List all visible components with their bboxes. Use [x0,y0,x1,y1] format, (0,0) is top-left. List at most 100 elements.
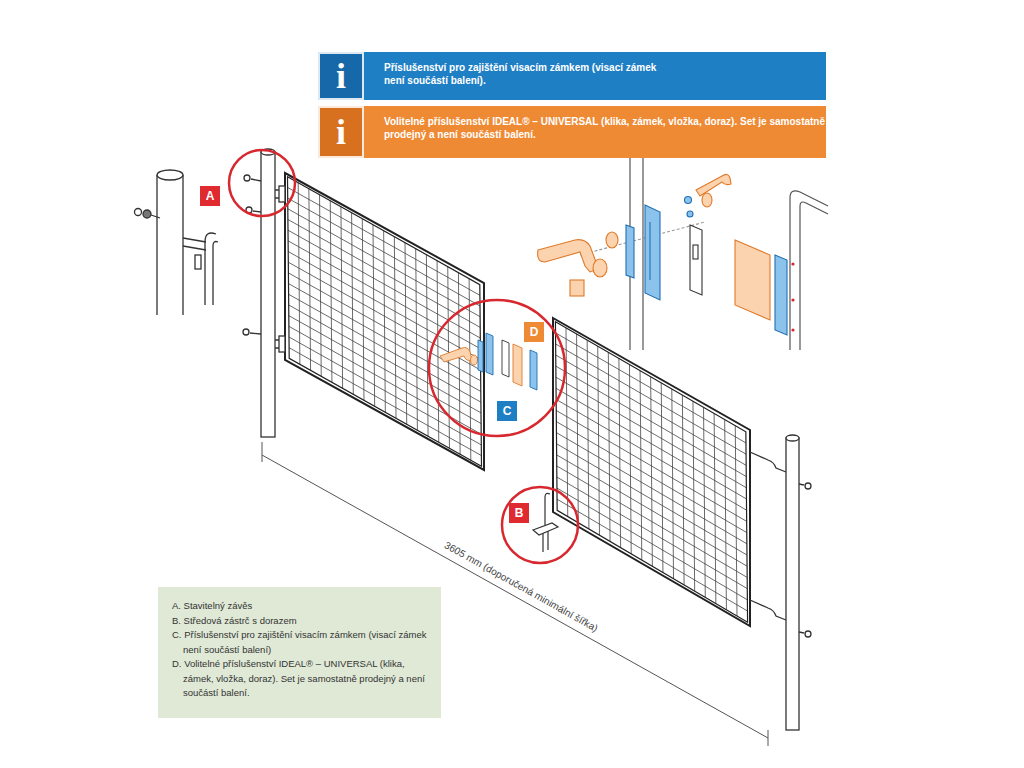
mesh-wire [557,477,747,589]
key-item: D. Volitelné příslušenství IDEAL® – UNIV… [172,657,427,701]
rosette [606,232,618,248]
mesh-wire [352,213,354,395]
dimension-label: 3605 mm (doporučená minimální šířka) [440,538,601,635]
mesh-wire [405,243,407,425]
hinges [243,175,811,637]
door-handle [696,174,731,196]
mesh-wire [288,241,480,349]
post-cap [157,170,183,180]
mesh-wire [608,352,610,541]
strike-keeper [735,240,770,320]
mesh-wire [288,209,480,317]
lock-body [502,340,509,377]
padlock-plate [478,340,483,372]
mesh-wire [384,231,386,413]
hinge-plate [279,186,285,202]
rosette [702,193,712,207]
lock-set-small [440,333,537,390]
strike-keeper [513,344,522,386]
mesh-wire [587,340,589,529]
mesh-wire [288,252,480,360]
mesh-wire [577,334,579,523]
rosette [593,259,607,277]
mesh-wire [309,189,311,371]
mesh-wire [672,389,674,579]
mesh-wire [566,328,568,517]
post-outline [157,175,183,315]
door-handle [538,240,597,272]
mesh-wire [288,219,480,327]
mesh-wire [629,365,631,554]
inset-frame [630,150,828,350]
nut [805,631,811,637]
post-body [157,175,183,315]
bolt [250,333,261,334]
lock-cylinder [693,245,698,259]
mesh-wire [373,225,375,407]
screw-dot [791,262,794,265]
screw-dot [791,298,794,301]
right-post [786,438,799,730]
hinge-plate [279,336,285,352]
mesh-wire [557,444,747,555]
banner-text: Příslušenství pro zajištění visacím zámk… [384,61,664,87]
mesh-wire [289,294,481,402]
banner-text: Volitelné příslušenství IDEAL® – UNIVERS… [384,115,829,141]
mesh-wire [289,284,481,392]
stop-strip [775,255,787,335]
callout-letter: C [497,401,517,421]
key-item: C. Příslušenství pro zajištění visacím z… [172,628,427,657]
plate-slot [649,222,650,280]
padlock-plate [486,333,493,375]
mesh-wire [341,207,343,389]
mesh-wire [289,305,481,413]
callout-letter: B [509,503,529,523]
mesh-wire [288,187,480,295]
frame-tube [205,233,218,305]
mesh-wire [288,198,480,306]
callout-letter: D [524,322,544,342]
bolt [799,484,804,485]
left-post [261,152,275,437]
right-hinge [750,600,786,620]
info-banner: Příslušenství pro zajištění visacím zámk… [318,52,826,100]
nut [243,329,249,335]
info-icon: i [318,106,364,158]
leaf-frame [553,318,750,626]
gate-leaves [285,173,750,626]
leaf-frame [285,173,484,470]
detail-circle [429,300,565,436]
mesh-wire [330,201,332,383]
bolt [799,632,804,633]
mesh-wire [714,413,716,603]
detail-circles [229,150,578,563]
mesh-wire [416,249,418,431]
mesh-wire [437,261,439,443]
mesh-wire [458,273,460,455]
bolt [253,211,261,212]
mesh-wire [651,377,653,566]
spindle-axis [580,222,705,255]
padlock-plate [626,225,634,278]
detail-circle [229,150,295,216]
mesh-wire [288,273,480,381]
center-bolt [533,493,558,552]
callout-tag: D [524,322,544,342]
stop-strip [530,350,537,390]
callout-tag: B [509,503,529,523]
latch-bar [183,238,206,250]
mesh-wire [426,255,428,437]
nut [135,209,142,216]
gate-leaf-left [285,173,484,470]
right-post-cap [786,435,799,441]
mesh-wire [693,401,695,591]
mesh-wire [288,230,480,338]
ground-stop-stem [543,531,548,552]
mesh-wire [682,395,684,585]
key-box: A. Stavitelný závěsB. Středová zástrč s … [158,587,441,718]
ground-stop [533,523,558,535]
bolt [251,179,261,181]
washer [143,210,151,218]
info-icon-letter: i [336,58,346,94]
bolt [151,215,160,218]
